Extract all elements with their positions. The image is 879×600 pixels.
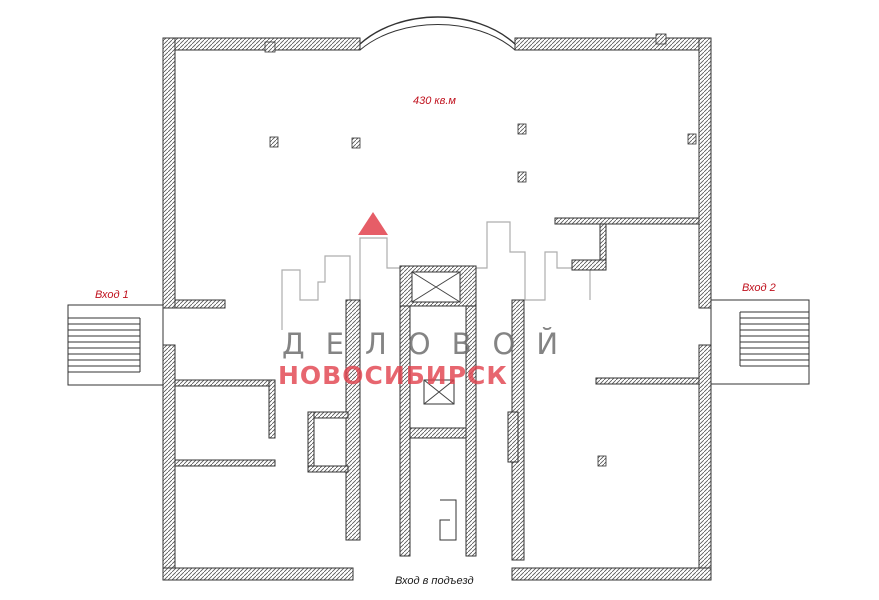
stair-core [399, 265, 477, 557]
inner-walls-left [174, 299, 361, 541]
area-label: 430 кв.м [413, 95, 456, 107]
bay-window-arc [359, 16, 516, 45]
columns [264, 33, 697, 467]
stairs-entrance-2 [710, 299, 810, 385]
watermark-skyline [281, 221, 591, 330]
stairs-entrance-1 [67, 304, 164, 386]
outer-walls [162, 37, 712, 581]
watermark-line-2: НОВОСИБИРСК [278, 361, 508, 390]
watermark-line-1: ДЕЛОВОЙ [282, 327, 580, 361]
entrance-podezd-label: Вход в подъезд [395, 575, 474, 587]
watermark-roof [358, 212, 388, 235]
entrance-1-label: Вход 1 [95, 289, 129, 301]
inner-walls-right [507, 217, 700, 561]
entrance-2-label: Вход 2 [742, 282, 776, 294]
